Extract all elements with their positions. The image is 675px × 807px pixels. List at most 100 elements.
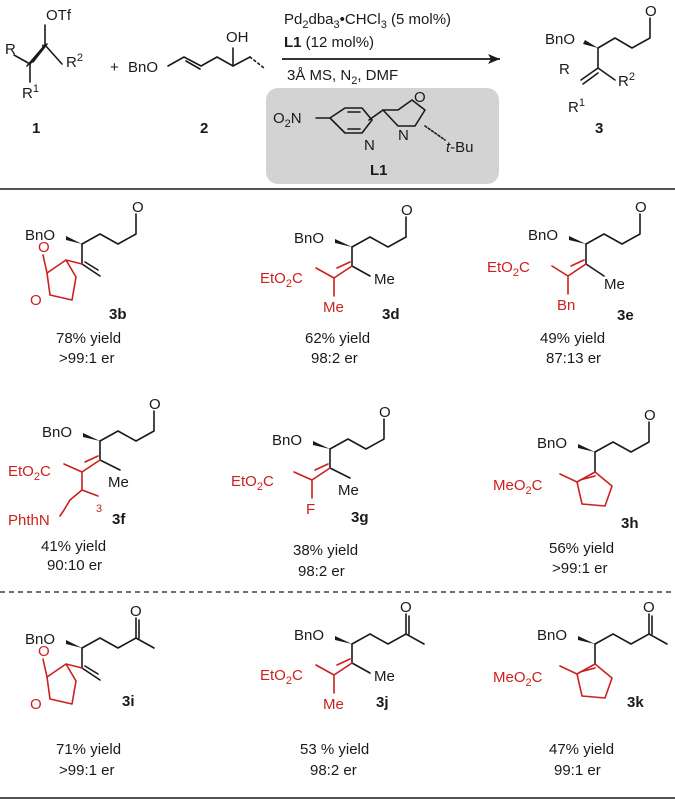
entry-id: 3d: [382, 306, 400, 323]
entry-er: 87:13 er: [546, 350, 601, 367]
bno-label: BnO: [42, 424, 72, 441]
oxazoline-n-label: N: [398, 127, 409, 144]
entry-yield: 49% yield: [540, 330, 605, 347]
bno-label: BnO: [537, 435, 567, 452]
compound-number-1: 1: [32, 120, 40, 137]
ligand-box: O2N N N O t-Bu L1: [266, 88, 499, 184]
ester-label: MeO2C: [493, 669, 543, 689]
entry-3j: BnO O Me EtO2C Me 3j 53 % yield 98:2 er: [260, 599, 425, 779]
entry-er: 98:2 er: [310, 762, 357, 779]
nitro-label: O2N: [273, 110, 302, 130]
bno-label: BnO: [537, 627, 567, 644]
lactone-ring-o: O: [30, 292, 42, 309]
entry-id: 3i: [122, 693, 135, 710]
plus-sign: +: [110, 59, 119, 76]
ester-label: EtO2C: [231, 473, 274, 493]
lactone-ring-o: O: [30, 696, 42, 713]
entry-yield: 78% yield: [56, 330, 121, 347]
bno-label: BnO: [294, 230, 324, 247]
entry-3b: BnO O O O 3b 78% yield >99:1 er: [25, 199, 144, 367]
me-label: Me: [374, 668, 395, 685]
ester-label: EtO2C: [260, 667, 303, 687]
ligand-name-l1: L1: [370, 162, 388, 179]
bno-label: BnO: [528, 227, 558, 244]
pyridine-n-label: N: [364, 137, 375, 154]
entry-id: 3b: [109, 306, 127, 323]
ester-label: EtO2C: [260, 270, 303, 290]
entry-3d: BnO O Me EtO2C Me 3d 62% yield 98:2 er: [260, 202, 413, 367]
entry-er: 98:2 er: [298, 563, 345, 580]
entry-yield: 56% yield: [549, 540, 614, 557]
reactant-1: OTf R R2 R1 1: [5, 7, 83, 137]
aldehyde-o: O: [644, 407, 656, 424]
entry-3i: BnO O O O 3i 71% yield >99:1 er: [25, 603, 155, 779]
r1-label: R1: [22, 83, 39, 102]
lactone-carbonyl-o: O: [38, 239, 50, 256]
bno-label: BnO: [294, 627, 324, 644]
entry-yield: 41% yield: [41, 538, 106, 555]
aldehyde-o: O: [401, 202, 413, 219]
entry-er: >99:1 er: [59, 762, 114, 779]
entry-er: >99:1 er: [59, 350, 114, 367]
ester-label: MeO2C: [493, 477, 543, 497]
entry-id: 3g: [351, 509, 369, 526]
arrow-head-icon: [488, 54, 500, 64]
compound-number-2: 2: [200, 120, 208, 137]
bn-label: Bn: [557, 297, 575, 314]
me-label: Me: [374, 271, 395, 288]
ketone-o: O: [130, 603, 142, 620]
lactone-carbonyl-o: O: [38, 643, 50, 660]
chain-count: 3: [96, 503, 102, 515]
entry-id: 3k: [627, 694, 644, 711]
product-r1-label: R1: [568, 97, 585, 116]
entry-er: 99:1 er: [554, 762, 601, 779]
aldehyde-o: O: [635, 199, 647, 216]
product-r2-label: R2: [618, 71, 635, 90]
entry-er: 90:10 er: [47, 557, 102, 574]
entry-3g: BnO O Me EtO2C F 3g 38% yield 98:2 er: [231, 404, 391, 580]
reaction-conditions: Pd2dba3•CHCl3 (5 mol%) L1 (12 mol%) 3Å M…: [282, 11, 500, 87]
ketone-o: O: [643, 599, 655, 616]
entry-er: 98:2 er: [311, 350, 358, 367]
ketone-o: O: [400, 599, 412, 616]
bno-label: BnO: [272, 432, 302, 449]
ester-label: EtO2C: [487, 259, 530, 279]
fluoro-label: F: [306, 501, 315, 518]
aldehyde-o: O: [149, 396, 161, 413]
me-label: Me: [338, 482, 359, 499]
entry-yield: 47% yield: [549, 741, 614, 758]
entry-3f: BnO O Me EtO2C 3 PhthN 3f 41% yield 90:1…: [8, 396, 161, 574]
aldehyde-o: O: [379, 404, 391, 421]
me-label: Me: [323, 696, 344, 713]
entry-id: 3f: [112, 511, 126, 528]
me-label: Me: [323, 299, 344, 316]
entry-yield: 62% yield: [305, 330, 370, 347]
entry-3k: BnO O MeO2C 3k 47% yield 99:1 er: [493, 599, 668, 779]
aldehyde-o: O: [132, 199, 144, 216]
entry-id: 3h: [621, 515, 639, 532]
me-label: Me: [604, 276, 625, 293]
entry-id: 3e: [617, 307, 634, 324]
entry-3h: BnO O MeO2C 3h 56% yield >99:1 er: [493, 407, 656, 577]
otf-label: OTf: [46, 7, 72, 24]
ester-label: EtO2C: [8, 463, 51, 483]
catalyst-line: Pd2dba3•CHCl3 (5 mol%): [284, 11, 451, 31]
oh-label: OH: [226, 29, 249, 46]
additives-line: 3Å MS, N2, DMF: [287, 67, 398, 87]
entry-yield: 71% yield: [56, 741, 121, 758]
entry-yield: 53 % yield: [300, 741, 369, 758]
r2-label: R2: [66, 52, 83, 71]
bno-label: BnO: [25, 631, 55, 648]
ligand-box-bg: [266, 88, 499, 184]
entry-er: >99:1 er: [552, 560, 607, 577]
oxazoline-o-label: O: [414, 89, 426, 106]
bno-label: BnO: [128, 59, 158, 76]
tbu-label: t-Bu: [446, 139, 474, 156]
me-label: Me: [108, 474, 129, 491]
ligand-loading-line: L1 (12 mol%): [284, 34, 374, 51]
product-r-label: R: [559, 61, 570, 78]
entry-3e: BnO O Me EtO2C Bn 3e 49% yield 87:13 er: [487, 199, 647, 367]
entry-yield: 38% yield: [293, 542, 358, 559]
product-3: BnO O R R2 R1 3: [545, 3, 657, 137]
